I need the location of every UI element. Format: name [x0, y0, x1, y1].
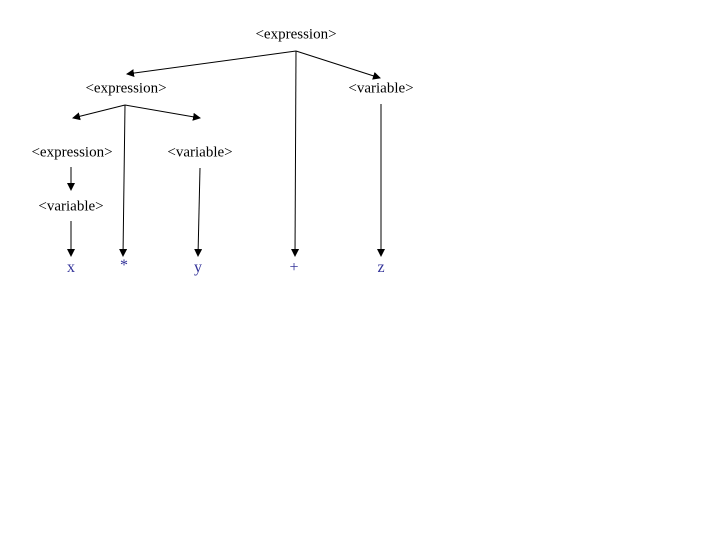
node-variable-z: <variable> [348, 80, 414, 97]
terminal-y: y [194, 259, 202, 276]
edge-arrow-root-to-var_z [295, 50, 381, 80]
edge-arrow-expr_left-to-times [119, 104, 128, 257]
terminal-x: x [67, 259, 75, 276]
edge-arrow-root-to-plus [291, 50, 300, 257]
terminal-plus: + [289, 259, 299, 276]
edge-arrow-var_y-to-y [194, 167, 203, 257]
edge-arrow-expr_left-to-var_y [124, 104, 201, 121]
edge-arrow-expr_left-to-expr_inner [72, 104, 126, 121]
node-variable-y: <variable> [167, 144, 233, 161]
node-variable-x: <variable> [38, 198, 104, 215]
node-inner-expression: <expression> [31, 144, 113, 161]
edge-arrow-root-to-expr_left [126, 50, 297, 78]
node-left-expression: <expression> [85, 80, 167, 97]
terminal-times: * [120, 257, 128, 274]
terminal-z: z [377, 259, 385, 276]
node-root-expression: <expression> [255, 26, 337, 43]
